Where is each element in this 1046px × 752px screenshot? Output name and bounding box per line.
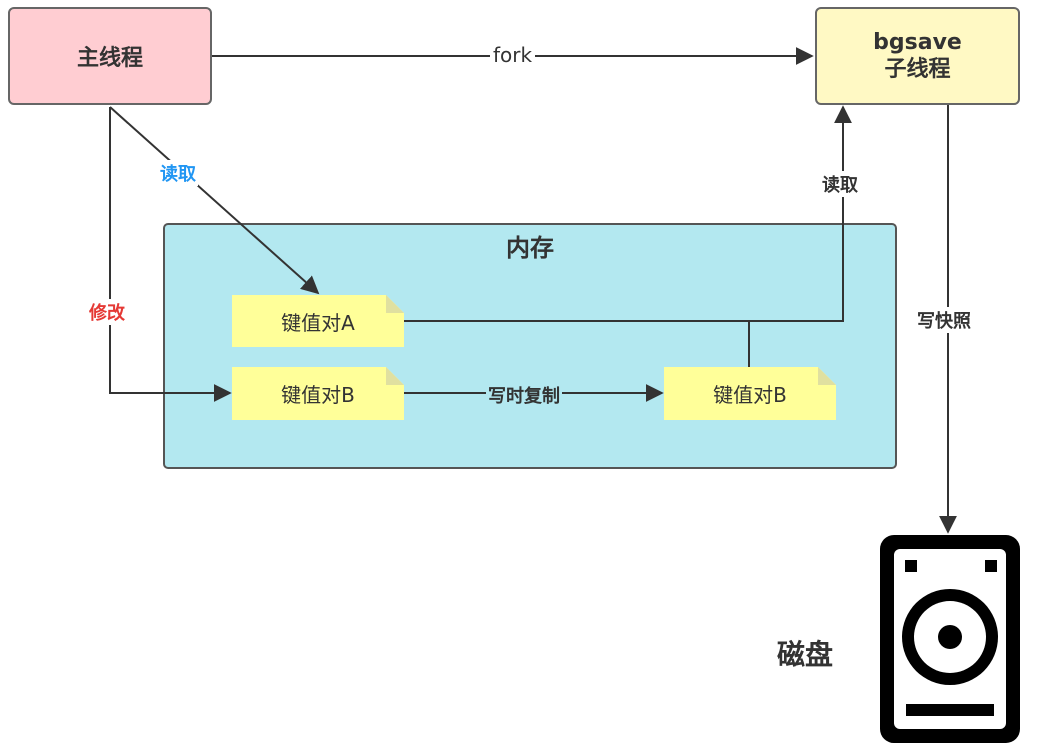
note-kv-a <box>232 295 404 347</box>
child-thread-label-2: 子线程 <box>884 57 951 82</box>
kv-b-copy-label: 键值对B <box>713 383 787 407</box>
child-read-label: 读取 <box>820 171 860 197</box>
note-kv-b-copy <box>664 367 836 420</box>
memory-title: 内存 <box>506 234 554 262</box>
child-thread-box: bgsave 子线程 <box>815 7 1020 105</box>
kv-a-label: 键值对A <box>281 310 355 335</box>
child-read-arrow-a <box>404 105 852 322</box>
snapshot-label: 写快照 <box>915 307 973 333</box>
main-thread-box: 主线程 <box>8 7 212 105</box>
kv-b-label: 键值对B <box>281 383 355 407</box>
main-modify-label: 修改 <box>87 299 127 325</box>
main-read-arrow <box>109 106 320 295</box>
cow-label: 写时复制 <box>486 382 562 408</box>
note-kv-b <box>232 367 404 420</box>
child-thread-label-1: bgsave <box>873 29 962 55</box>
main-read-label: 读取 <box>158 160 198 186</box>
main-thread-label: 主线程 <box>76 46 143 71</box>
disk-icon <box>880 535 1020 743</box>
main-modify-arrow <box>109 107 232 402</box>
disk-label: 磁盘 <box>777 638 834 671</box>
fork-label: fork <box>490 43 536 67</box>
